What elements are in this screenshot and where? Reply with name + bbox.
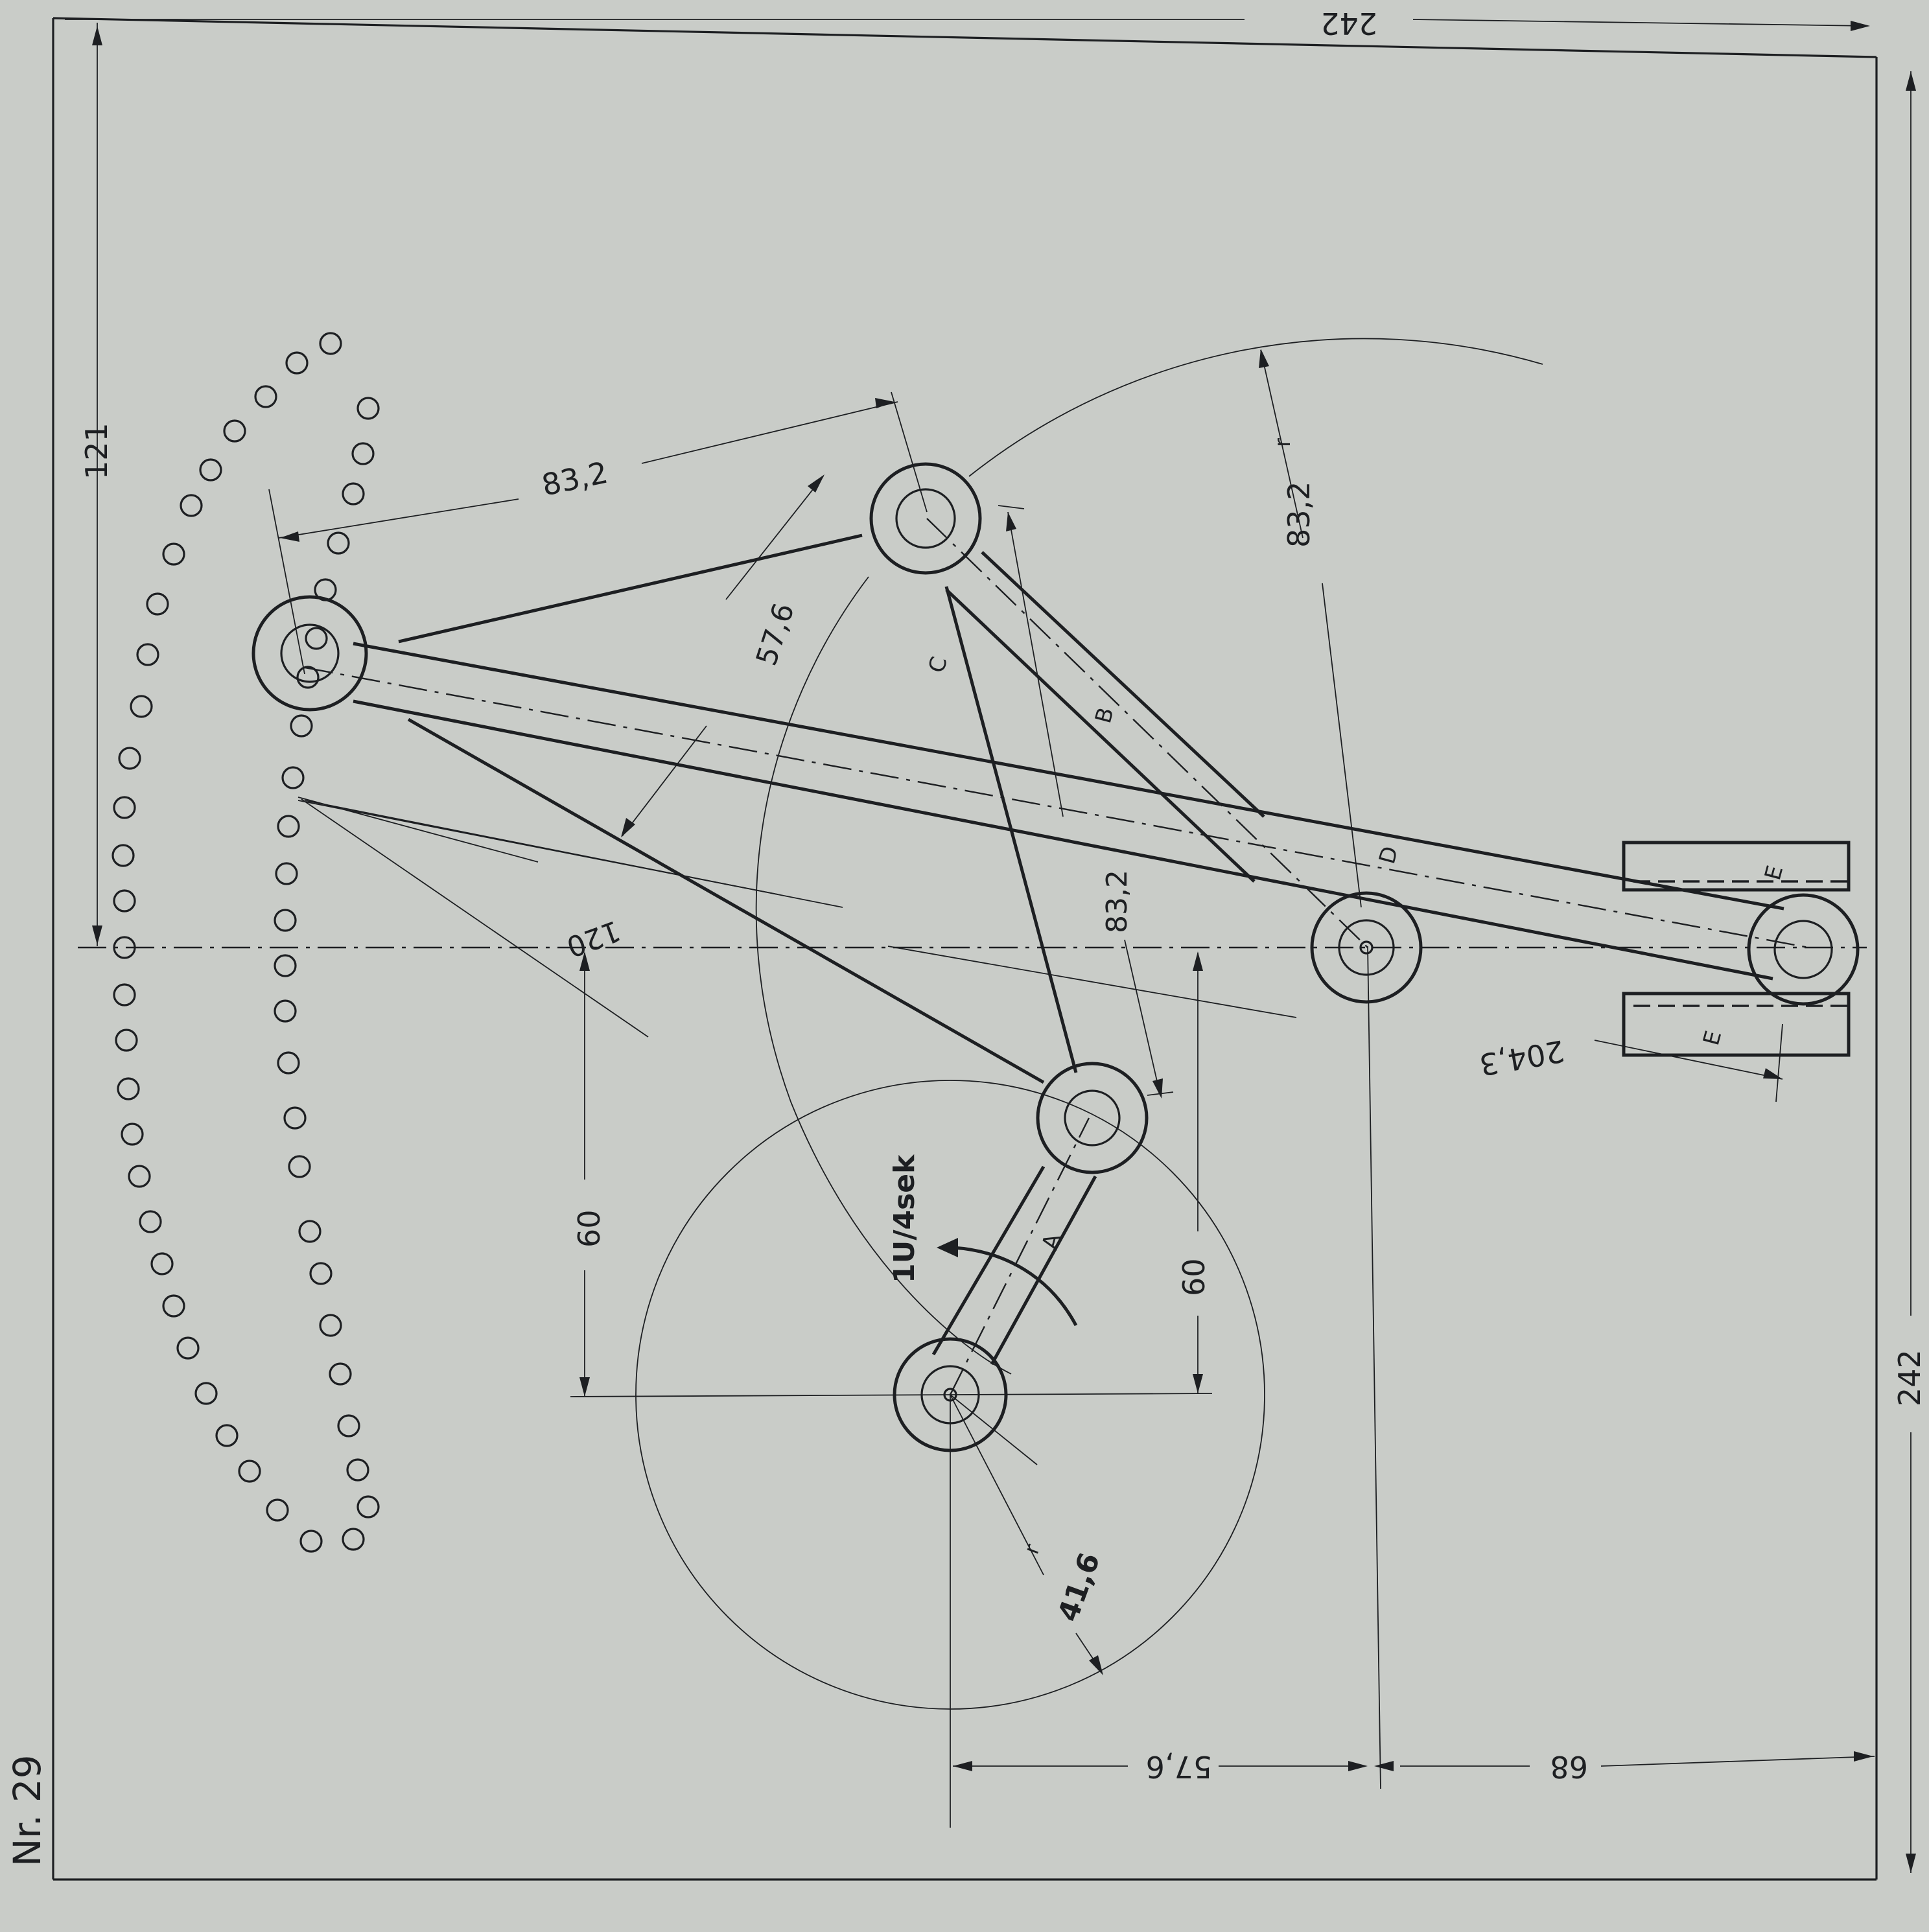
dim-link-length-top: 83,2 bbox=[539, 455, 611, 503]
sheet-border bbox=[52, 17, 1878, 1881]
curve-dot bbox=[277, 815, 300, 838]
curve-dot bbox=[254, 385, 277, 408]
curve-dot bbox=[121, 1123, 144, 1146]
dim-rocker-len: 204,3 bbox=[1477, 1033, 1567, 1082]
curve-dot bbox=[113, 796, 136, 819]
rotation-arrow-icon bbox=[937, 1238, 1078, 1327]
curve-dot bbox=[285, 351, 309, 375]
dim-bottom-left: 57,6 bbox=[1146, 1749, 1212, 1784]
dim-radius-large: 83,2 bbox=[1281, 482, 1316, 548]
speed-label: 1U/4sek bbox=[888, 1154, 921, 1283]
dim-coupler-dist: 57,6 bbox=[750, 599, 801, 669]
curve-dot bbox=[357, 397, 380, 420]
curve-dot bbox=[309, 1262, 333, 1285]
joint-top bbox=[869, 462, 982, 575]
curve-dot bbox=[342, 1528, 365, 1551]
joint-slider bbox=[1747, 893, 1860, 1006]
inner-dimension-lines bbox=[268, 349, 1783, 1675]
label-e-top: E bbox=[1760, 863, 1788, 883]
curve-dot bbox=[327, 531, 350, 555]
dim-coupler-len: 120 bbox=[562, 914, 624, 964]
curve-dot bbox=[176, 1336, 200, 1360]
curve-dot bbox=[283, 1106, 307, 1130]
curve-dot bbox=[111, 844, 135, 867]
label-b: B bbox=[1090, 704, 1119, 726]
label-d: D bbox=[1374, 844, 1403, 867]
curve-dot bbox=[128, 1165, 151, 1188]
curve-dot bbox=[223, 419, 246, 443]
dim-height-left: 121 bbox=[79, 423, 114, 480]
label-e-bottom: E bbox=[1698, 1028, 1727, 1048]
coupler-plate bbox=[398, 533, 1078, 1084]
dim-width-top: 242 bbox=[1320, 6, 1377, 41]
dim-crank-offset-right: 60 bbox=[1176, 1258, 1211, 1296]
curve-dot bbox=[115, 1029, 138, 1052]
curve-dot bbox=[113, 983, 136, 1007]
curve-dot bbox=[130, 695, 153, 718]
curve-dot bbox=[162, 1294, 185, 1318]
label-c: C bbox=[924, 654, 953, 675]
joint-crank-end bbox=[1036, 1062, 1149, 1174]
dim-crank-radius-sup: r bbox=[1019, 1541, 1045, 1557]
curve-dot bbox=[290, 714, 313, 738]
dim-crank-radius: 41,6 bbox=[1051, 1548, 1106, 1625]
curve-dot bbox=[274, 999, 297, 1023]
curve-dot bbox=[296, 666, 320, 689]
curve-dot bbox=[180, 494, 203, 517]
rocker-arm bbox=[304, 642, 1809, 981]
curve-dot bbox=[113, 936, 136, 959]
curve-dot bbox=[139, 1210, 162, 1233]
curve-dot bbox=[118, 747, 141, 770]
curve-dot bbox=[346, 1458, 369, 1482]
dim-bottom-right: 68 bbox=[1550, 1749, 1588, 1784]
mechanism bbox=[251, 462, 1860, 1452]
construction-arcs bbox=[635, 338, 1543, 1710]
curve-dot bbox=[351, 442, 375, 465]
curve-dot bbox=[342, 482, 365, 506]
joint-d bbox=[1310, 891, 1423, 1004]
curve-dot bbox=[113, 889, 136, 913]
sheet-number: Nr. 29 bbox=[5, 1754, 49, 1867]
labels: Nr. 29 1U/4sek A B C D E E 242 242 121 8… bbox=[5, 6, 1927, 1867]
curve-dot bbox=[162, 542, 185, 566]
curve-dot bbox=[150, 1252, 174, 1275]
curve-dot bbox=[117, 1077, 140, 1100]
curve-dot bbox=[357, 1495, 380, 1519]
curve-dot bbox=[266, 1498, 289, 1522]
curve-dot bbox=[329, 1362, 352, 1386]
joint-crank-pivot bbox=[893, 1337, 1008, 1452]
outer-dimension-lines bbox=[65, 19, 1916, 1873]
curve-dot bbox=[305, 627, 328, 650]
dim-link-mid: 83,2 bbox=[1101, 870, 1134, 933]
curve-dot bbox=[194, 1382, 218, 1405]
curve-dot bbox=[275, 862, 298, 885]
curve-dot bbox=[281, 766, 305, 789]
curve-dot bbox=[215, 1424, 239, 1447]
coupler-curve-dots bbox=[111, 332, 380, 1553]
dim-crank-offset-left: 60 bbox=[572, 1209, 607, 1248]
curve-dot bbox=[298, 1220, 322, 1243]
curve-dot bbox=[199, 458, 222, 482]
curve-dot bbox=[136, 643, 159, 666]
curve-dot bbox=[288, 1155, 311, 1178]
curve-dot bbox=[146, 592, 169, 616]
curve-dot bbox=[238, 1460, 261, 1483]
curve-dot bbox=[277, 1051, 300, 1075]
curve-dot bbox=[319, 332, 342, 355]
dim-radius-large-sup: r bbox=[1270, 438, 1296, 447]
curve-dot bbox=[274, 909, 297, 932]
link-b bbox=[926, 518, 1368, 948]
curve-dot bbox=[274, 954, 297, 977]
curve-dot bbox=[337, 1414, 360, 1437]
slider-guide-bottom bbox=[1622, 992, 1851, 1057]
slider-guide-top bbox=[1622, 841, 1851, 892]
curve-dot bbox=[299, 1530, 323, 1553]
joint-left bbox=[251, 595, 368, 712]
curve-dot bbox=[319, 1314, 342, 1337]
dim-width-right: 242 bbox=[1892, 1349, 1927, 1406]
